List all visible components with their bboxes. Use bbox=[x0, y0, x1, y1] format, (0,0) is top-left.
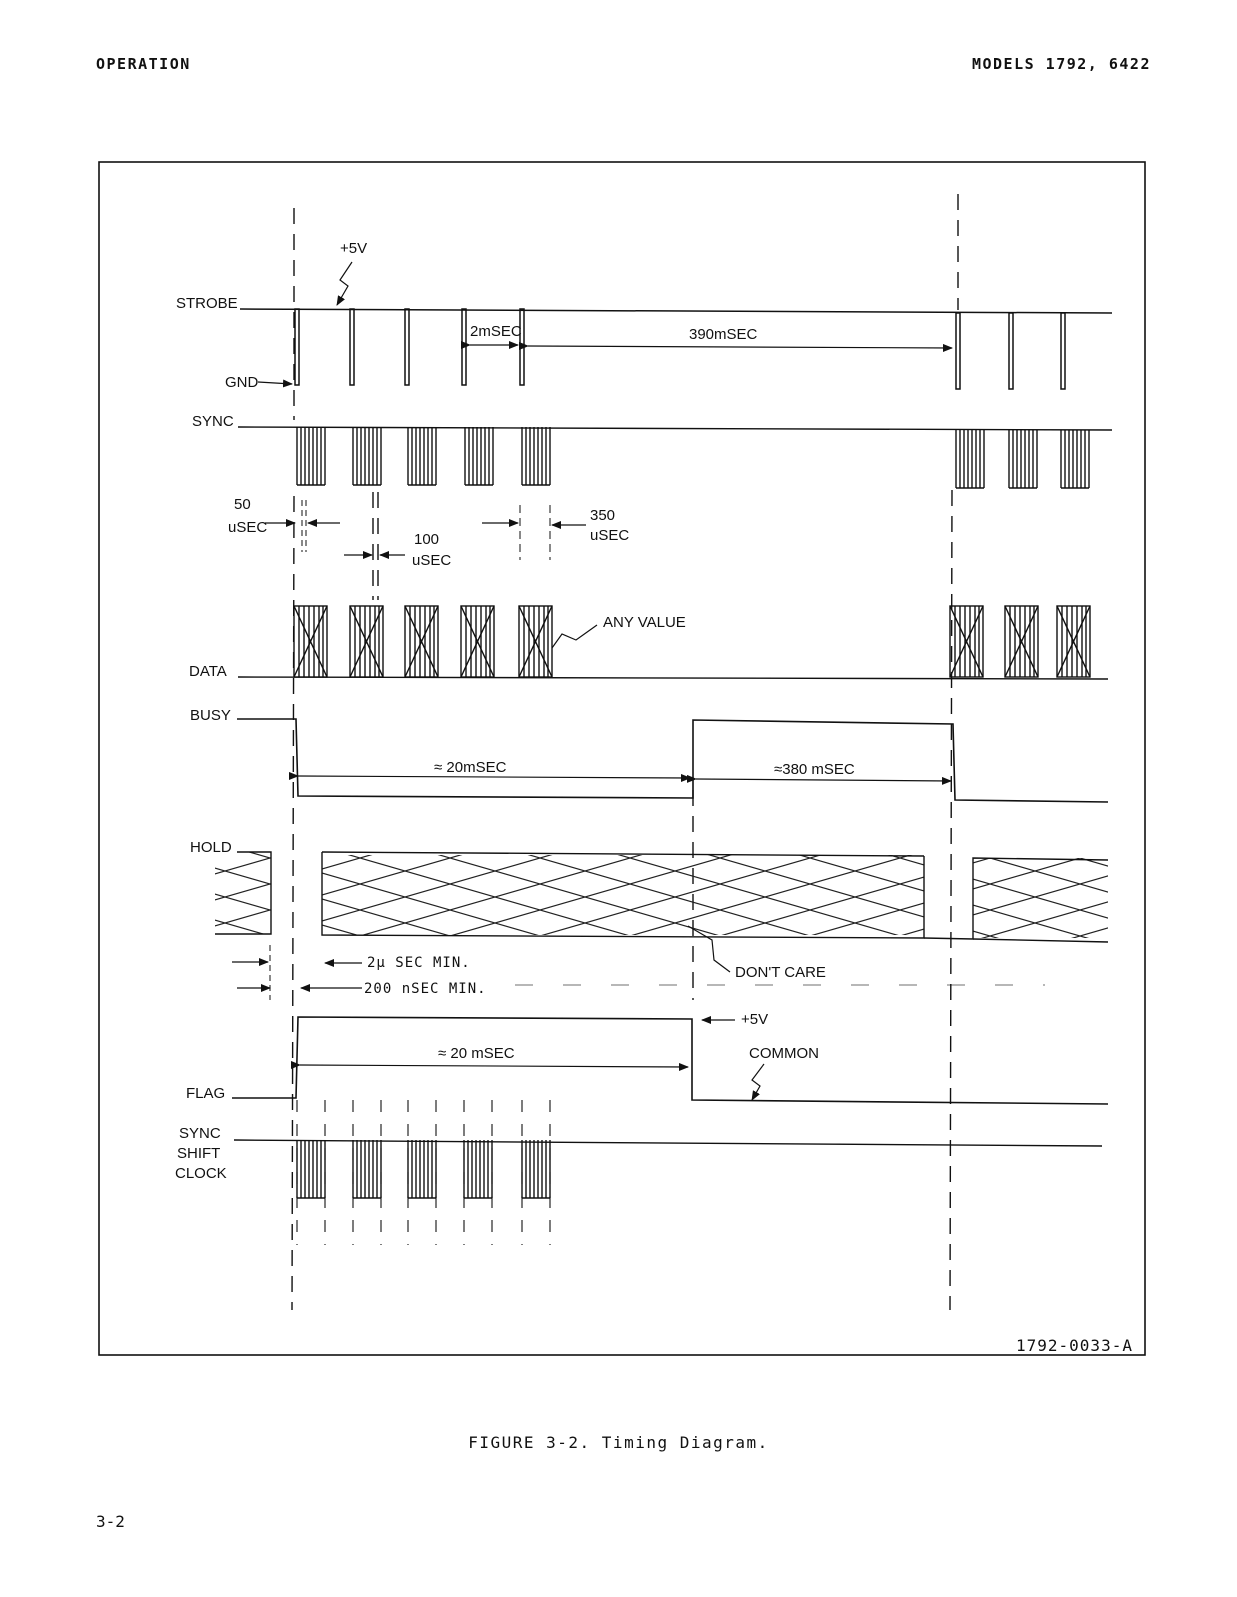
annotation-350: 350 bbox=[590, 507, 615, 524]
annotation-100: 100 bbox=[414, 531, 439, 548]
annotation-20msec-busy: ≈ 20mSEC bbox=[434, 759, 507, 776]
header-model-numbers: MODELS 1792, 6422 bbox=[972, 55, 1151, 73]
signal-label-sync-shift-2: SHIFT bbox=[177, 1145, 220, 1162]
figure-id-code: 1792-0033-A bbox=[1016, 1336, 1133, 1355]
strobe-waveform bbox=[240, 309, 1112, 389]
signal-label-data: DATA bbox=[189, 663, 227, 680]
annotation-dont-care: DON'T CARE bbox=[735, 964, 826, 981]
hold-waveform bbox=[215, 852, 1108, 942]
annotation-380msec: ≈380 mSEC bbox=[774, 761, 855, 778]
annotation-390msec: 390mSEC bbox=[689, 326, 758, 343]
annotation-200nsec-min: 200 nSEC MIN. bbox=[364, 981, 487, 997]
signal-label-gnd: GND bbox=[225, 374, 259, 391]
busy-waveform bbox=[237, 719, 1108, 802]
signal-label-hold: HOLD bbox=[190, 839, 232, 856]
sync-waveform bbox=[238, 427, 1112, 488]
annotation-any-value: ANY VALUE bbox=[603, 614, 686, 631]
sync-shift-clock-waveform bbox=[234, 1140, 1102, 1198]
annotation-50-unit: uSEC bbox=[228, 519, 267, 536]
signal-label-flag: FLAG bbox=[186, 1085, 225, 1102]
annotation-common: COMMON bbox=[749, 1045, 819, 1062]
annotation-350-unit: uSEC bbox=[590, 527, 629, 544]
annotation-2msec: 2mSEC bbox=[470, 323, 522, 340]
signal-label-sync: SYNC bbox=[192, 413, 234, 430]
annotation-100-unit: uSEC bbox=[412, 552, 451, 569]
signal-label-sync-shift-1: SYNC bbox=[179, 1125, 221, 1142]
flag-waveform bbox=[232, 1017, 1108, 1104]
timing-diagram: STROBE GND +5V 2mSEC 390mSEC SYNC 50 uSE… bbox=[97, 160, 1147, 1357]
annotation-20msec-flag: ≈ 20 mSEC bbox=[438, 1045, 515, 1062]
annotation-2usec-min: 2μ SEC MIN. bbox=[367, 955, 471, 971]
signal-label-strobe: STROBE bbox=[176, 295, 238, 312]
header-section-title: OPERATION bbox=[96, 55, 191, 73]
signal-label-busy: BUSY bbox=[190, 707, 231, 724]
annotation-plus5v-top: +5V bbox=[340, 240, 367, 257]
annotation-50: 50 bbox=[234, 496, 251, 513]
annotation-plus5v-flag: +5V bbox=[741, 1011, 768, 1028]
page-number: 3-2 bbox=[96, 1512, 125, 1531]
signal-label-sync-shift-3: CLOCK bbox=[175, 1165, 227, 1182]
figure-frame bbox=[99, 162, 1145, 1355]
figure-caption: FIGURE 3-2. Timing Diagram. bbox=[0, 1433, 1237, 1452]
